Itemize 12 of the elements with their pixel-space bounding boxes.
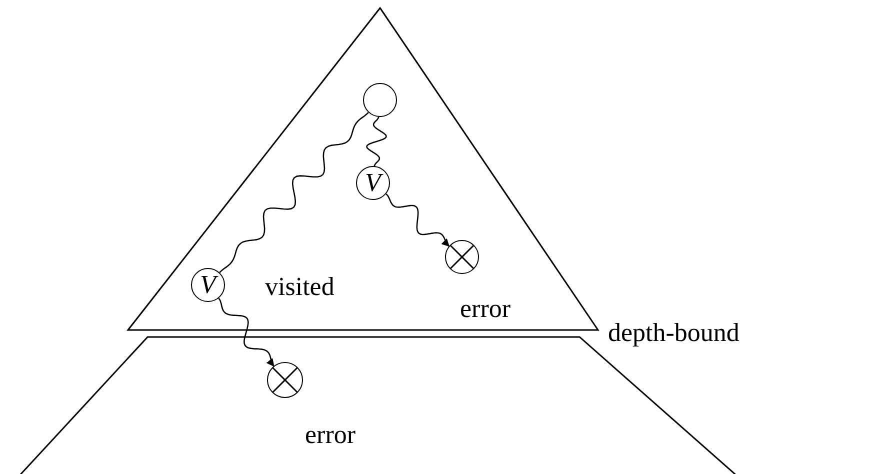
visited-label: visited [265,274,334,300]
upper-search-triangle [126,6,600,332]
visited-state-circle: V [356,166,390,200]
state-caption: error [305,422,356,448]
error-state-circle [445,240,479,274]
wavy-path-arrow [386,193,450,247]
state-caption: error [460,296,511,322]
depth-bound-label: depth-bound [608,320,740,346]
error-state-circle [267,362,303,398]
root-state-circle [363,83,397,117]
wavy-path-arrow [218,298,274,367]
visited-state-circle: V [191,268,225,302]
